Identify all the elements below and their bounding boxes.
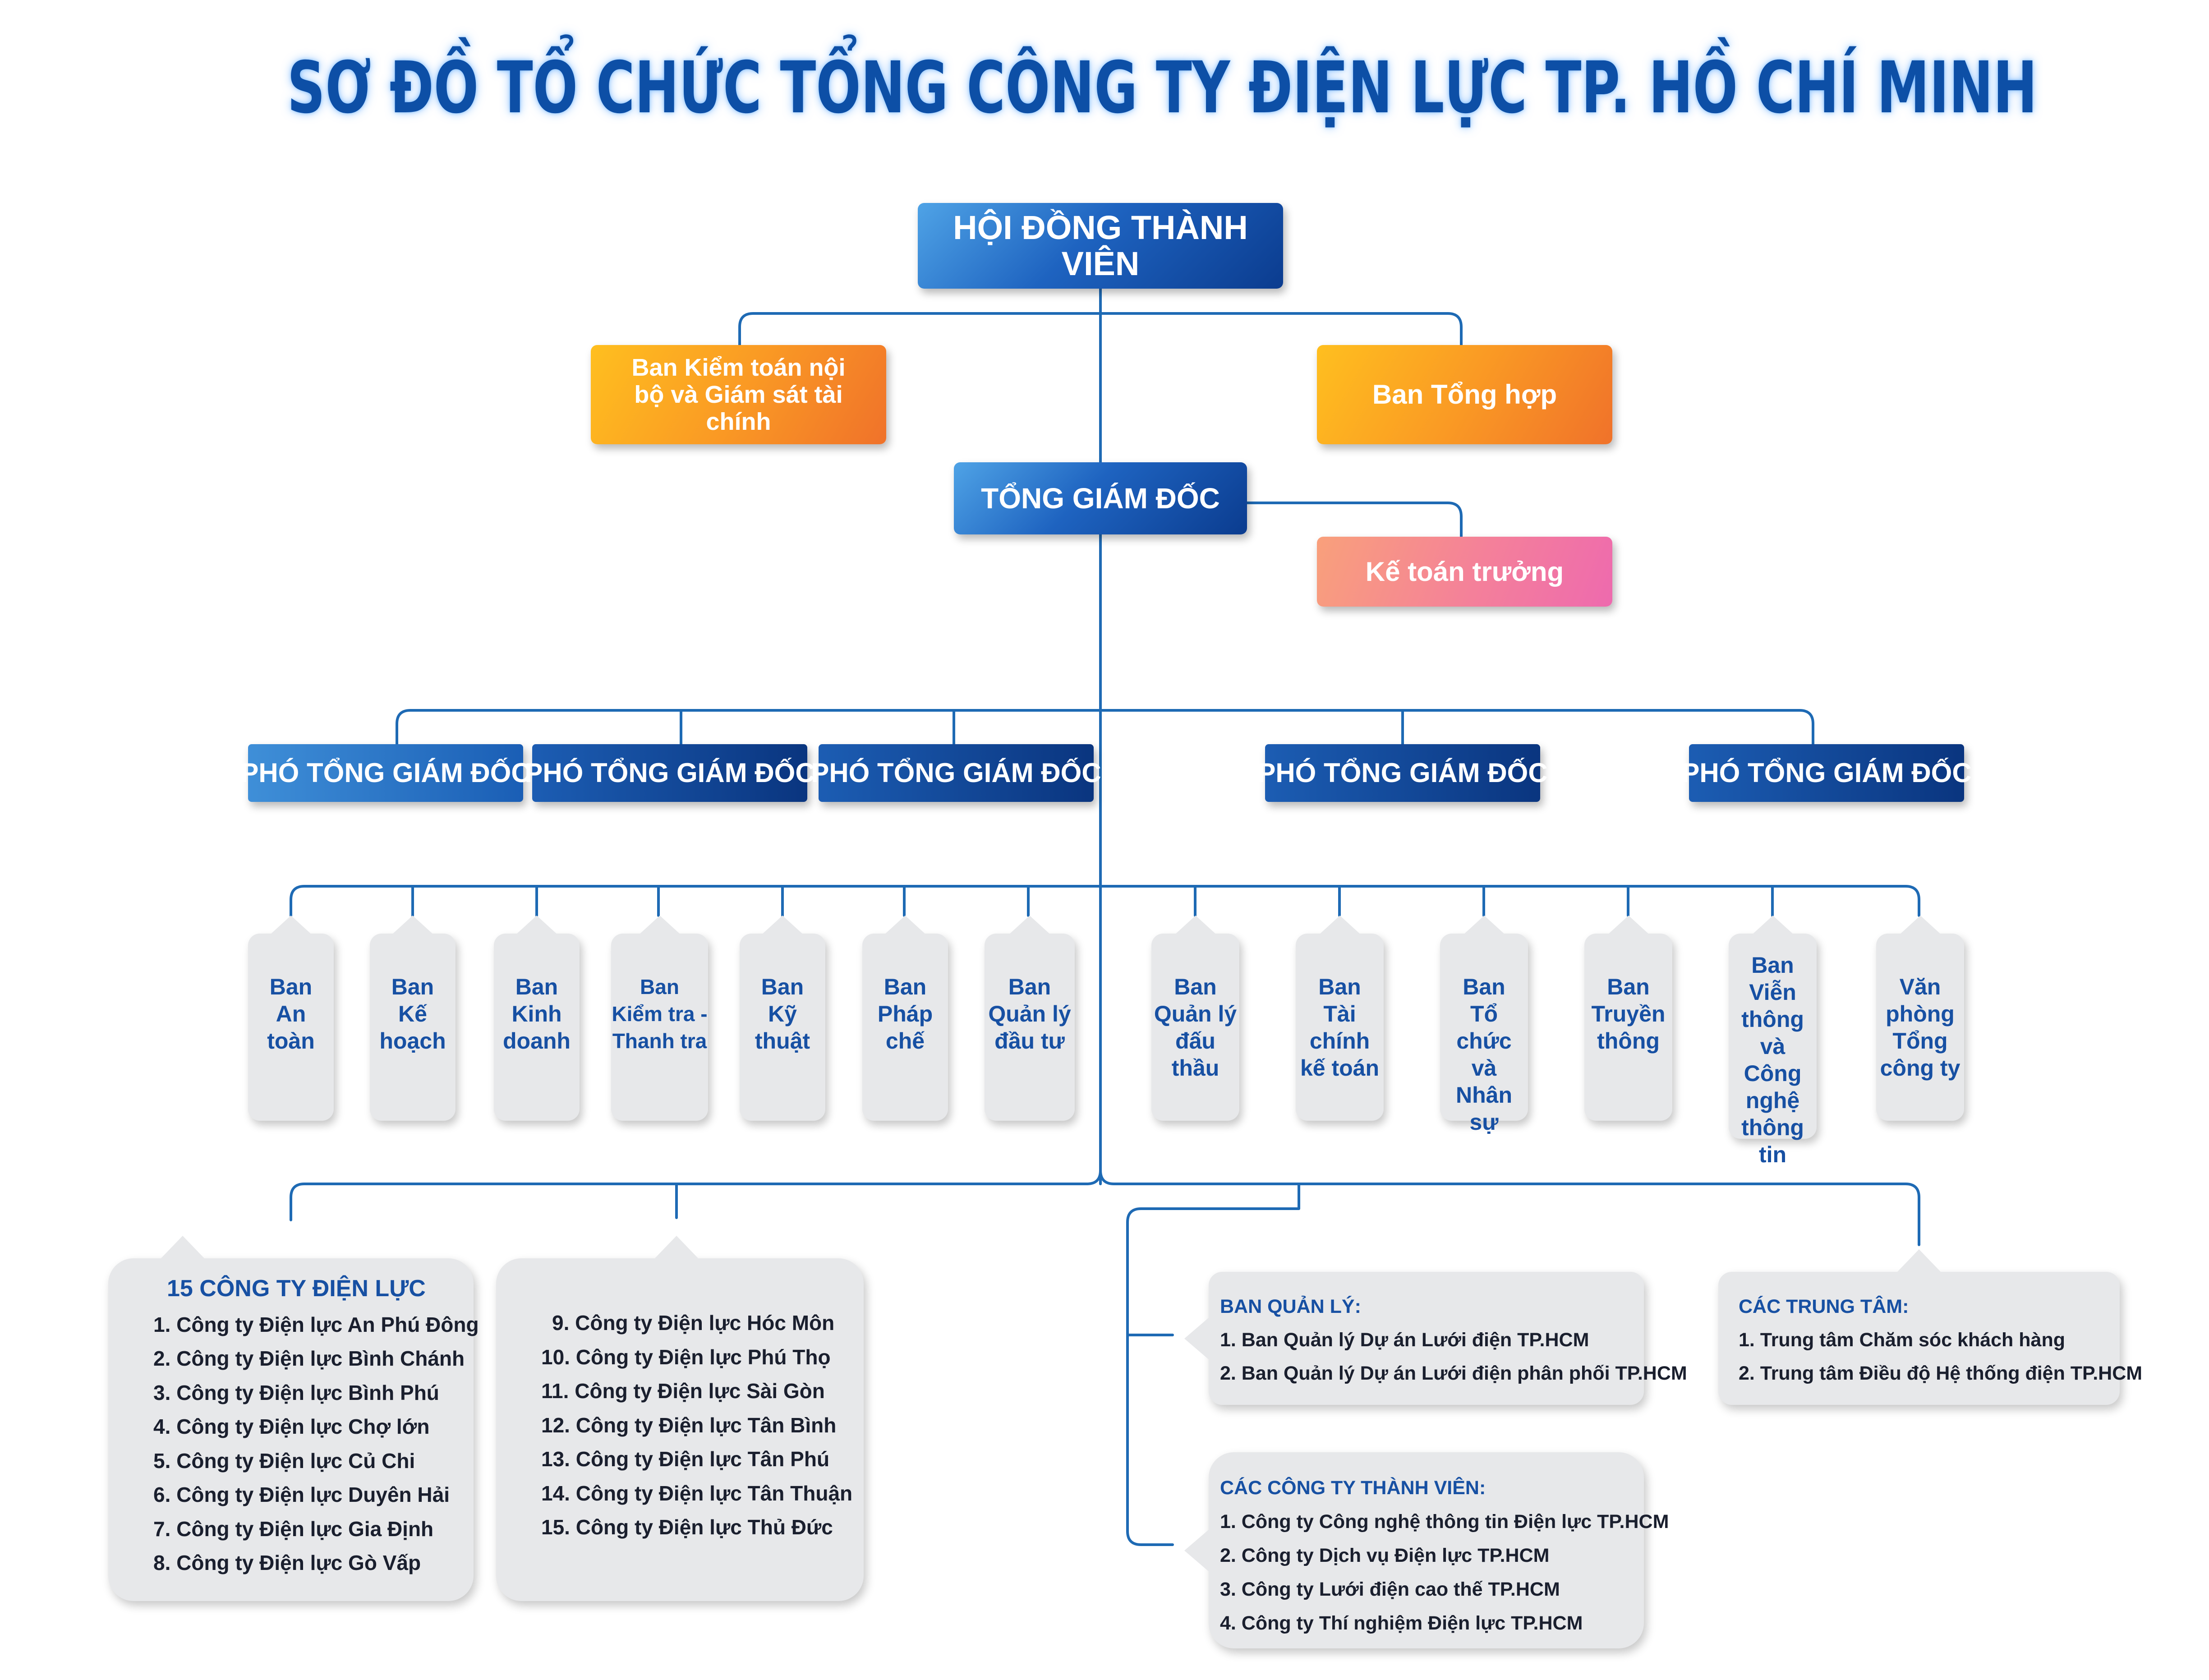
connector-subsidiaries [1099,1169,1920,1246]
connector-power-companies [290,1169,1102,1221]
power-companies-panel-1: #pc1::before{} 15 CÔNG TY ĐIỆN LỰC 1. Cô… [108,1236,479,1601]
list-item: 2. Công ty Điện lực Bình Chánh [153,1347,465,1370]
list-item: 11. Công ty Điện lực Sài Gòn [541,1379,825,1403]
audit-box: Ban Kiểm toán nội bộ và Giám sát tài chí… [591,345,886,444]
connector-board-branch [738,312,1463,346]
list-item: 1. Trung tâm Chăm sóc khách hàng [1739,1329,2065,1351]
deputy-director-1: PHÓ TỔNG GIÁM ĐỐC [240,744,531,802]
chief-accountant-box: Kế toán trưởng [1317,537,1612,607]
page-title: SƠ ĐỒ TỔ CHỨC TỔNG CÔNG TY ĐIỆN LỰC TP. … [287,46,2038,129]
centers-title: CÁC TRUNG TÂM: [1739,1296,1909,1317]
list-item: 1. Công ty Công nghệ thông tin Điện lực … [1220,1511,1669,1533]
management-boards-panel: BAN QUẢN LÝ: 1. Ban Quản lý Dự án Lưới đ… [1184,1272,1687,1405]
deputy-director-4: PHÓ TỔNG GIÁM ĐỐC [1257,744,1548,802]
list-item: 4. Công ty Thí nghiệm Điện lực TP.HCM [1220,1612,1583,1634]
list-item: 5. Công ty Điện lực Củ Chi [153,1449,415,1473]
ceo-box: TỔNG GIÁM ĐỐC [954,462,1247,534]
connector-ceo-accountant [1246,502,1463,538]
list-item: 8. Công ty Điện lực Gò Vấp [153,1551,421,1574]
member-companies-title: CÁC CÔNG TY THÀNH VIÊN: [1220,1477,1486,1499]
list-item: 2. Ban Quản lý Dự án Lưới điện phân phối… [1220,1362,1687,1384]
management-boards-title: BAN QUẢN LÝ: [1220,1296,1361,1317]
list-item: 10. Công ty Điện lực Phú Thọ [541,1345,831,1369]
member-companies-panel: CÁC CÔNG TY THÀNH VIÊN: 1. Công ty Công … [1184,1452,1669,1648]
list-item: 4. Công ty Điện lực Chợ lớn [153,1415,430,1438]
board-box: HỘI ĐỒNG THÀNH VIÊN [918,203,1283,289]
list-item: 2. Công ty Dịch vụ Điện lực TP.HCM [1220,1545,1550,1566]
list-item: 2. Trung tâm Điều độ Hệ thống điện TP.HC… [1739,1362,2143,1384]
centers-panel: CÁC TRUNG TÂM: 1. Trung tâm Chăm sóc khá… [1718,1249,2143,1405]
deputy-director-2: PHÓ TỔNG GIÁM ĐỐC [525,744,815,802]
list-item: 1. Công ty Điện lực An Phú Đông [153,1312,479,1336]
deputy-director-3: PHÓ TỔNG GIÁM ĐỐC [811,744,1101,802]
list-item: 1. Ban Quản lý Dự án Lưới điện TP.HCM [1220,1329,1589,1351]
connector-deputies-bus [396,709,1814,746]
list-item: 6. Công ty Điện lực Duyên Hải [153,1483,450,1506]
general-affairs-box: Ban Tổng hợp [1317,345,1612,444]
list-item: 3. Công ty Điện lực Bình Phú [153,1381,439,1404]
list-item: 12. Công ty Điện lực Tân Bình [541,1413,837,1437]
list-item: 14. Công ty Điện lực Tân Thuận [541,1481,853,1505]
list-item: 9. Công ty Điện lực Hóc Môn [552,1311,835,1335]
list-item: 13. Công ty Điện lực Tân Phú [541,1447,830,1471]
list-item: 3. Công ty Lưới điện cao thế TP.HCM [1220,1579,1560,1600]
list-item: 15. Công ty Điện lực Thủ Đức [541,1515,833,1539]
power-companies-panel-2: 9. Công ty Điện lực Hóc Môn 10. Công ty … [496,1236,864,1601]
connector-departments-bus [290,885,1920,917]
power-companies-title: 15 CÔNG TY ĐIỆN LỰC [167,1275,426,1302]
list-item: 7. Công ty Điện lực Gia Định [153,1517,434,1541]
deputy-director-5: PHÓ TỔNG GIÁM ĐỐC [1681,744,1972,802]
